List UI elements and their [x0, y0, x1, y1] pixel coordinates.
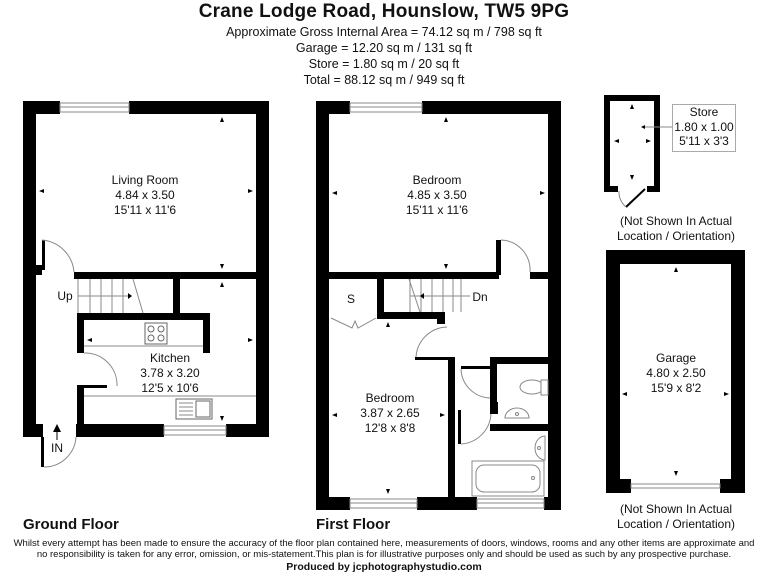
store-location-note: (Not Shown In Actual Location / Orientat… [616, 214, 736, 243]
ground-floor-title: Ground Floor [23, 516, 119, 533]
entrance-label: IN [51, 441, 63, 455]
kitchen-imperial: 12'5 x 10'6 [141, 381, 199, 395]
bedroom-1-metric: 4.85 x 3.50 [407, 188, 467, 202]
disclaimer: Whilst every attempt has been made to en… [0, 538, 768, 560]
area-store: Store = 1.80 sq m / 20 sq ft [308, 57, 460, 71]
disclaimer-line-2: no responsibility is taken for any error… [36, 549, 732, 560]
garage-location-note: (Not Shown In Actual Location / Orientat… [616, 502, 736, 531]
garage-metric: 4.80 x 2.50 [646, 366, 706, 380]
bedroom-2-metric: 3.87 x 2.65 [360, 406, 420, 420]
first-floor-plan [316, 101, 561, 510]
disclaimer-line-1: Whilst every attempt has been made to en… [13, 538, 755, 549]
store-imperial: 5'11 x 3'3 [679, 134, 729, 148]
living-room-imperial: 15'11 x 11'6 [114, 203, 177, 217]
living-room-name: Living Room [112, 173, 179, 187]
bedroom-2-name: Bedroom [366, 391, 415, 405]
store-metric: 1.80 x 1.00 [674, 119, 734, 134]
ground-floor-plan [23, 101, 269, 468]
plan-title: Crane Lodge Road, Hounslow, TW5 9PG [198, 1, 570, 22]
bedroom-2-imperial: 12'8 x 8'8 [365, 421, 416, 435]
garage-name: Garage [656, 351, 696, 365]
storage-label: S [347, 292, 355, 306]
stairs-down-label: Dn [472, 290, 487, 304]
garage-imperial: 15'9 x 8'2 [651, 381, 702, 395]
store-plan [604, 95, 672, 208]
area-total: Total = 88.12 sq m / 949 sq ft [303, 73, 465, 87]
bedroom-1-name: Bedroom [413, 173, 462, 187]
stairs-up-label: Up [57, 289, 73, 303]
kitchen-metric: 3.78 x 3.20 [140, 366, 200, 380]
store-label-box: Store 1.80 x 1.00 5'11 x 3'3 [672, 104, 736, 152]
area-gross: Approximate Gross Internal Area = 74.12 … [226, 25, 542, 39]
bedroom-1-imperial: 15'11 x 11'6 [406, 203, 469, 217]
garage-plan [606, 250, 745, 493]
produced-by: Produced by jcphotographystudio.com [286, 561, 482, 573]
first-floor-title: First Floor [316, 516, 391, 533]
kitchen-name: Kitchen [150, 351, 190, 365]
living-room-metric: 4.84 x 3.50 [115, 188, 175, 202]
area-garage: Garage = 12.20 sq m / 131 sq ft [295, 41, 473, 55]
store-name: Store [689, 105, 719, 119]
